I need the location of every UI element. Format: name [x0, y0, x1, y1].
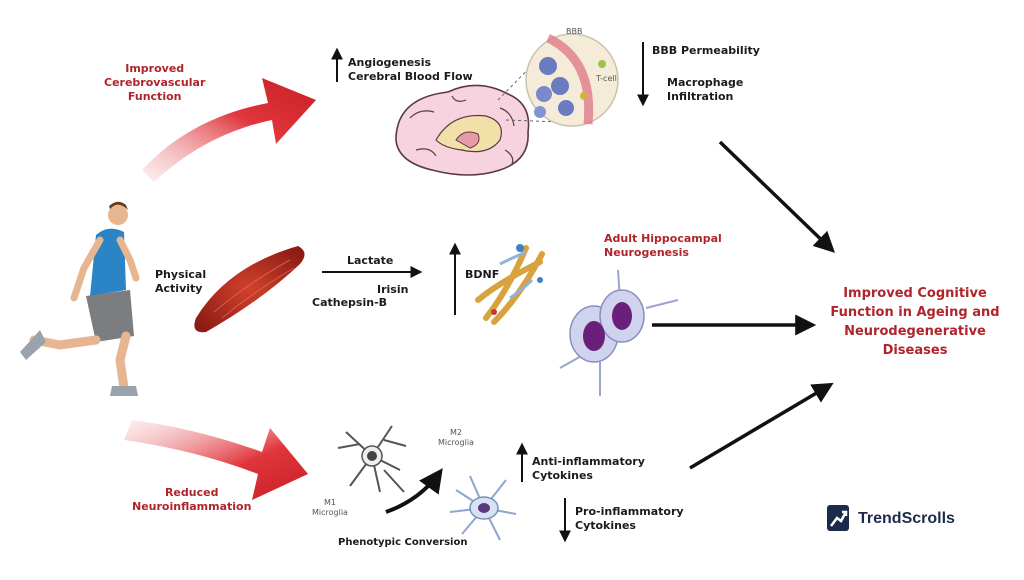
label-line: Adult Hippocampal: [604, 232, 722, 245]
label-line: Cytokines: [575, 519, 636, 532]
label-m1-microglia: M1 Microglia: [312, 498, 348, 518]
label-line: Physical: [155, 268, 207, 281]
label-line: Function in Ageing and: [830, 305, 1000, 320]
label-line: Microglia: [438, 438, 474, 447]
label-line: M2: [449, 428, 462, 437]
label-pro-inflammatory: Pro-inflammatory Cytokines: [575, 505, 684, 533]
label-adult-hippocampal-neurogenesis: Adult Hippocampal Neurogenesis: [604, 232, 722, 260]
brand-name: TrendScrolls: [858, 510, 955, 527]
arrow-vascular-to-outcome: [718, 140, 836, 253]
label-irisin: Irisin: [377, 283, 409, 296]
label-line: Cerebral Blood Flow: [348, 70, 473, 83]
m2-microglia-icon: [449, 475, 517, 541]
label-line: Anti-inflammatory: [532, 455, 645, 468]
label-line: Macrophage: [667, 76, 744, 89]
bdnf-molecule-icon: [475, 244, 545, 325]
label-line: Neurogenesis: [604, 246, 689, 259]
label-outcome: Improved Cognitive Function in Ageing an…: [812, 284, 1018, 360]
label-line: Infiltration: [667, 90, 734, 103]
label-t-cell: T-cell: [596, 74, 617, 83]
neuron-cells-icon: [559, 269, 679, 396]
label-angiogenesis: Angiogenesis Cerebral Blood Flow: [348, 56, 473, 84]
arrow-inflammation-to-outcome: [689, 382, 834, 470]
label-phenotypic-conversion: Phenotypic Conversion: [338, 537, 468, 548]
label-line: M1: [323, 498, 336, 507]
label-bbb-permeability: BBB Permeability: [652, 44, 760, 58]
label-macrophage-infiltration: Macrophage Infiltration: [667, 76, 743, 104]
label-bdnf: BDNF: [465, 268, 500, 281]
label-line: Neuroinflammation: [132, 500, 252, 513]
label-line: Activity: [155, 282, 203, 295]
trendscrolls-logo-icon: [827, 505, 849, 531]
blood-brain-barrier-icon: [525, 33, 619, 127]
label-line: Cytokines: [532, 469, 593, 482]
label-line: Diseases: [882, 343, 948, 358]
label-line: BBB Permeability: [652, 44, 760, 57]
label-improved-cerebrovascular: Improved Cerebrovascular Function: [104, 62, 205, 104]
label-line: Pro-inflammatory: [575, 505, 684, 518]
arrow-phenotypic-conversion: [385, 468, 443, 514]
label-m2-microglia: M2 Microglia: [438, 428, 474, 448]
brain-icon: [395, 84, 530, 176]
label-cathepsin: Cathepsin-B: [312, 296, 388, 309]
m1-microglia-icon: [337, 425, 407, 493]
label-line: Neurodegenerative: [844, 324, 986, 339]
label-line: Function: [127, 90, 182, 103]
label-anti-inflammatory: Anti-inflammatory Cytokines: [532, 455, 645, 483]
runner-icon: [20, 201, 140, 396]
arrow-to-neuroinflammation: [124, 420, 308, 500]
label-line: Reduced: [164, 486, 219, 499]
label-reduced-neuroinflammation: Reduced Neuroinflammation: [132, 486, 251, 514]
label-line: Angiogenesis: [348, 56, 432, 69]
label-line: Improved: [125, 62, 185, 75]
label-line: Improved Cognitive: [843, 286, 987, 301]
label-lactate: Lactate: [347, 254, 394, 267]
label-line: Microglia: [312, 508, 348, 517]
label-line: Cerebrovascular: [104, 76, 206, 89]
brand-logo[interactable]: TrendScrolls: [826, 504, 955, 534]
label-physical-activity: Physical Activity: [155, 268, 206, 296]
label-bbb-tag: BBB: [566, 27, 583, 36]
arrow-to-cerebrovascular: [142, 78, 316, 182]
muscle-icon: [194, 246, 305, 333]
